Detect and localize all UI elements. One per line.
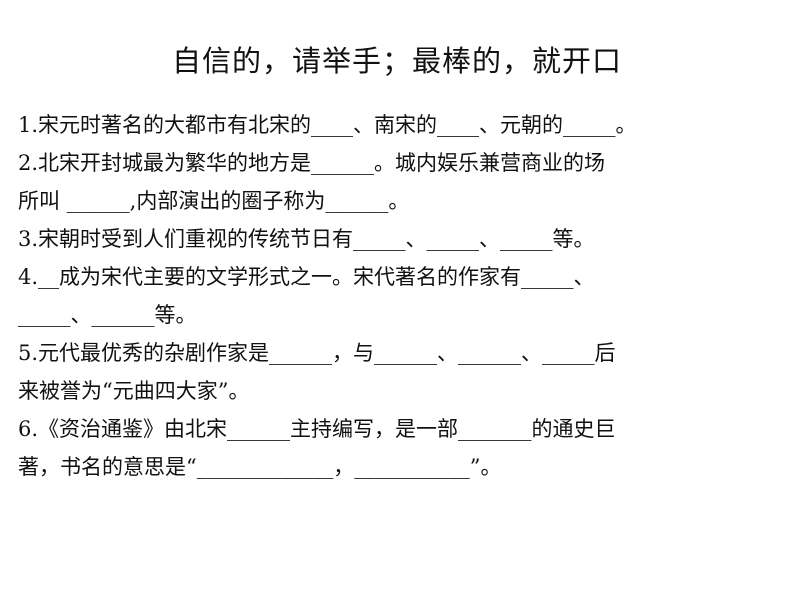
question-5-line-2: 来被誉为“元曲四大家”。 — [18, 379, 250, 403]
question-6-line-2: 著，书名的意思是“_____________，___________”。 — [18, 455, 502, 479]
question-list: 1.宋元时著名的大都市有北宋的____、南宋的____、元朝的_____。 2.… — [18, 106, 788, 486]
question-6-line-1: 6.《资治通鉴》由北宋______主持编写，是一部_______的通史巨 — [18, 417, 616, 441]
question-2-line-1: 2.北宋开封城最为繁华的地方是______。城内娱乐兼营商业的场 — [18, 151, 606, 175]
slide-title: 自信的，请举手；最棒的，就开口 — [171, 44, 622, 78]
question-3-line-1: 3.宋朝时受到人们重视的传统节日有_____、_____、_____等。 — [18, 227, 595, 251]
question-4-line-1: 4.__成为宋代主要的文学形式之一。宋代著名的作家有_____、 — [18, 265, 595, 289]
question-5-line-1: 5.元代最优秀的杂剧作家是______，与______、______、_____… — [18, 341, 616, 365]
question-2-line-2: 所叫 ______,内部演出的圈子称为______。 — [18, 189, 410, 213]
question-4-line-2: _____、______等。 — [18, 303, 197, 327]
question-1-line-1: 1.宋元时著名的大都市有北宋的____、南宋的____、元朝的_____。 — [18, 113, 637, 137]
